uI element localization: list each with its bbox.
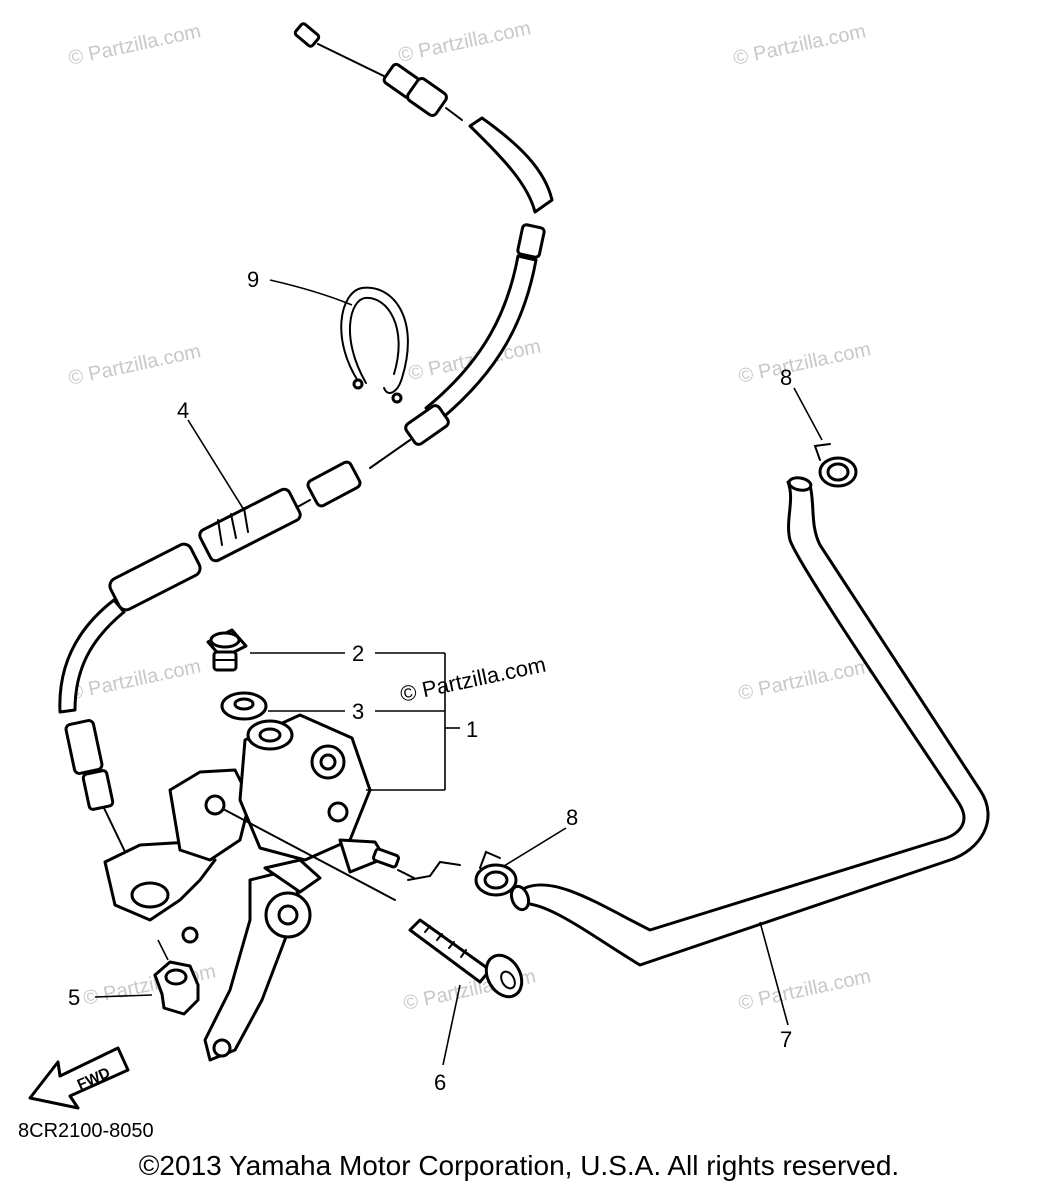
mounting-bolt [408, 918, 524, 999]
callout-3: 3 [352, 699, 364, 724]
callouts: 9 4 2 3 1 8 8 5 6 7 [68, 267, 792, 1095]
callout-8-lower: 8 [566, 805, 578, 830]
hose-clip-upper [813, 443, 858, 488]
parts-diagram: © Partzilla.com © Partzilla.com © Partzi… [28, 17, 990, 1110]
cable-clamp [340, 286, 409, 404]
callout-6: 6 [434, 1070, 446, 1095]
callout-7: 7 [780, 1027, 792, 1052]
banjo-bolt [206, 628, 248, 672]
watermark: © Partzilla.com [66, 340, 202, 390]
watermark: © Partzilla.com [736, 965, 872, 1015]
callout-4: 4 [177, 398, 189, 423]
callout-5: 5 [68, 985, 80, 1010]
watermark-center: © Partzilla.com [398, 652, 548, 707]
gasket-washer [220, 691, 268, 721]
nut [153, 960, 200, 1016]
watermark: © Partzilla.com [731, 20, 867, 70]
hose-clip-lower [474, 850, 518, 897]
callout-2: 2 [352, 641, 364, 666]
callout-8-upper: 8 [780, 365, 792, 390]
callout-1: 1 [466, 717, 478, 742]
oil-pump-cable [58, 22, 554, 869]
watermark: © Partzilla.com [736, 338, 872, 388]
watermark: © Partzilla.com [736, 655, 872, 705]
copyright-notice: ©2013 Yamaha Motor Corporation, U.S.A. A… [138, 1150, 900, 1181]
oil-pump-assembly [103, 713, 415, 1062]
oil-delivery-hose [407, 476, 990, 967]
diagram-part-code: 8CR2100-8050 [18, 1120, 154, 1142]
forward-arrow-icon: FWD [28, 1046, 130, 1110]
callout-9: 9 [247, 267, 259, 292]
leader-lines [94, 279, 823, 1066]
watermark: © Partzilla.com [66, 20, 202, 70]
watermark: © Partzilla.com [66, 655, 202, 705]
watermark: © Partzilla.com [396, 17, 532, 67]
